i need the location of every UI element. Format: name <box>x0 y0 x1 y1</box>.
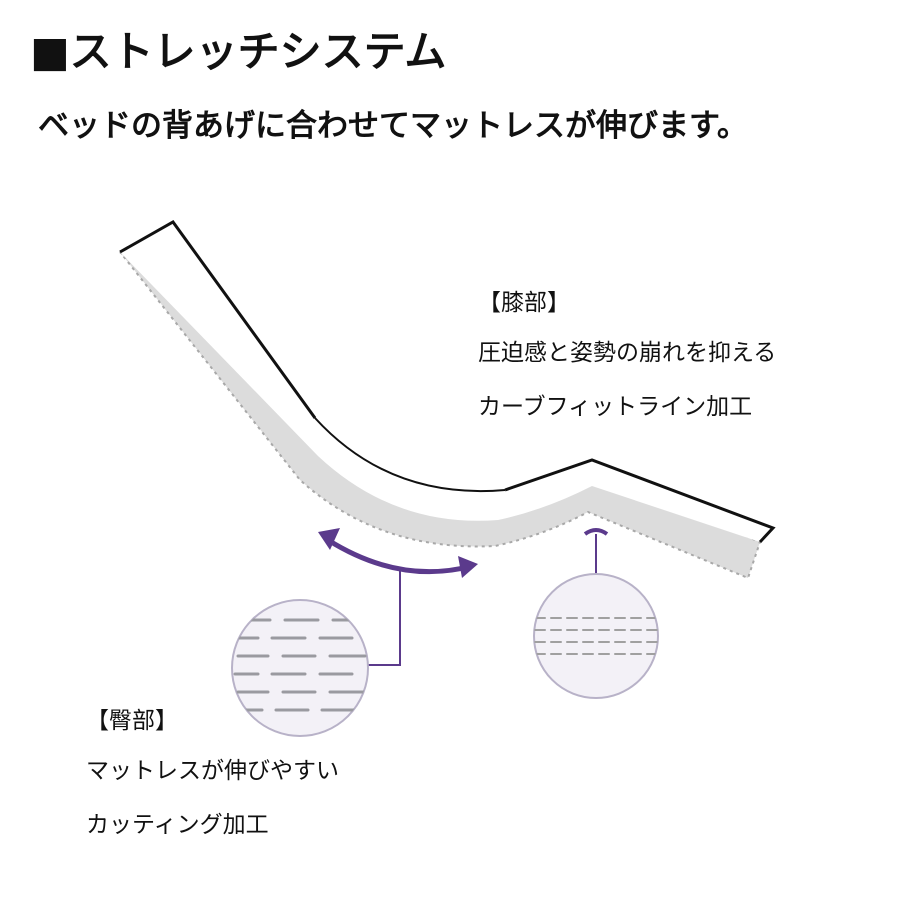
hip-arrow-head-right <box>458 556 478 578</box>
hip-cutting-detail <box>231 599 369 737</box>
hip-leader-line <box>368 570 401 666</box>
hip-line-1: マットレスが伸びやすい <box>86 758 339 784</box>
hip-line-2: カッティング加工 <box>86 812 269 838</box>
knee-line-1: 圧迫感と姿勢の崩れを抑える <box>478 340 777 366</box>
mattress-outline-knee <box>504 458 776 544</box>
knee-curve-detail <box>533 573 659 699</box>
knee-heading: 【膝部】 <box>478 290 570 316</box>
mattress-outline-seat <box>314 417 506 493</box>
hip-arrow-head-left <box>318 528 340 550</box>
page-title: ■ストレッチシステム <box>30 27 447 76</box>
mattress-body <box>120 222 773 542</box>
hip-stretch-arrow <box>326 537 473 575</box>
knee-curve-marker <box>583 528 609 536</box>
hip-heading: 【臀部】 <box>86 708 178 734</box>
page-subtitle: ベッドの背あげに合わせてマットレスが伸びます。 <box>38 108 748 144</box>
mattress-outline-back <box>119 220 317 419</box>
knee-line-2: カーブフィットライン加工 <box>478 394 753 420</box>
